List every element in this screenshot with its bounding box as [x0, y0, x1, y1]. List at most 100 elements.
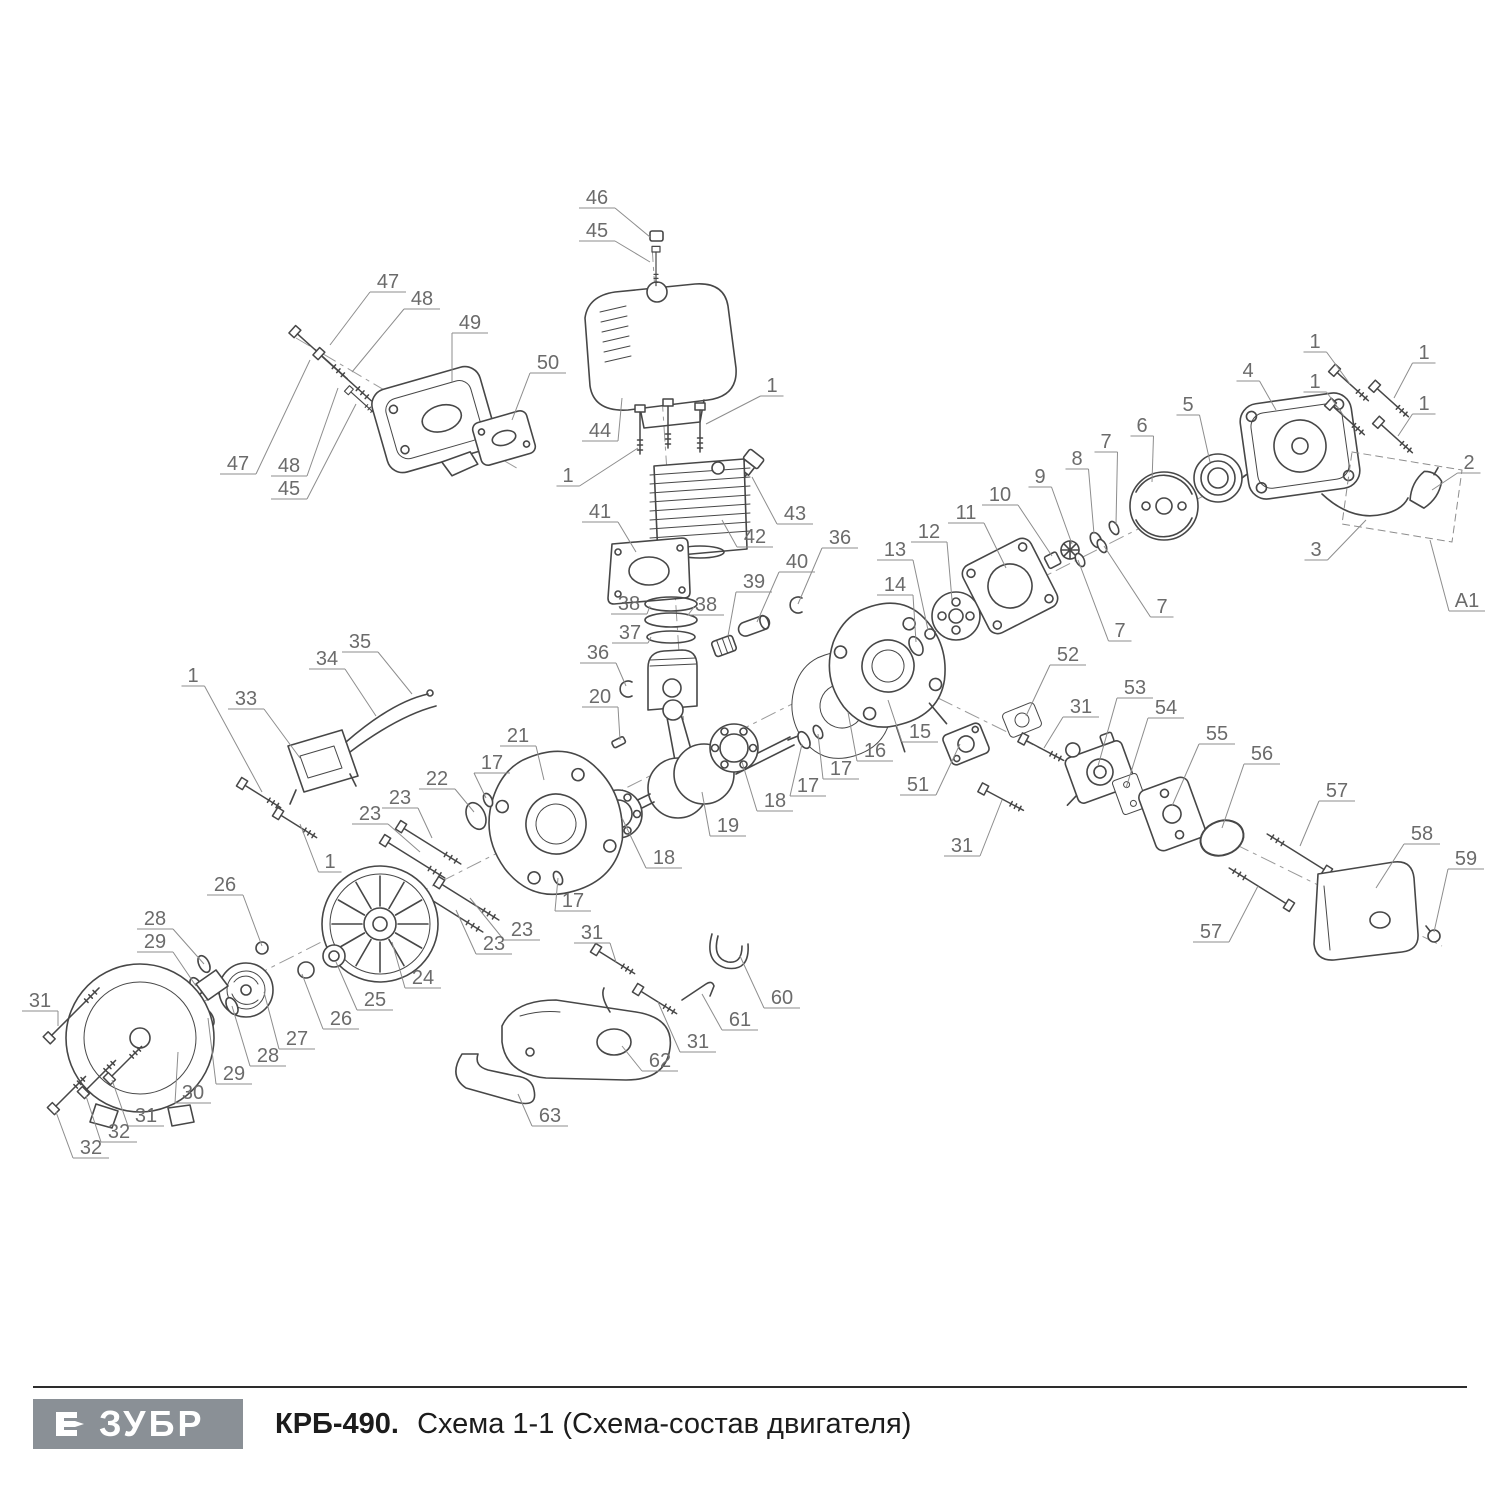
part-label-34: 34: [309, 648, 377, 717]
svg-text:26: 26: [214, 874, 236, 896]
svg-text:43: 43: [784, 503, 806, 525]
part-label-43: 43: [751, 476, 813, 525]
svg-text:33: 33: [235, 688, 257, 710]
svg-text:52: 52: [1057, 644, 1079, 666]
part-label-47: 47: [329, 271, 406, 346]
cover-cap-and-screw: [649, 230, 664, 287]
svg-text:15: 15: [909, 721, 931, 743]
svg-text:60: 60: [771, 987, 793, 1009]
svg-text:7: 7: [1114, 620, 1125, 642]
clutch-plate: [931, 591, 981, 641]
crankcase-right: [828, 602, 948, 753]
part-label-62: 62: [621, 1045, 678, 1072]
svg-text:56: 56: [1251, 743, 1273, 765]
svg-text:1: 1: [1309, 331, 1320, 353]
svg-text:35: 35: [349, 631, 371, 653]
part-label-57: 57: [1299, 780, 1355, 847]
part-label-8: 8: [1065, 448, 1095, 535]
part-label-6: 6: [1130, 415, 1154, 483]
part-label-45: 45: [271, 403, 357, 500]
svg-text:21: 21: [507, 725, 529, 747]
svg-text:31: 31: [581, 922, 603, 944]
svg-text:10: 10: [989, 484, 1011, 506]
zubr-logo: ЗУБР: [33, 1399, 243, 1449]
part-label-47: 47: [220, 359, 311, 475]
svg-text:47: 47: [377, 271, 399, 293]
part-label-36: 36: [580, 642, 627, 687]
part-label-17: 17: [817, 733, 859, 780]
svg-text:17: 17: [562, 890, 584, 912]
svg-text:23: 23: [389, 787, 411, 809]
part-label-46: 46: [579, 187, 651, 238]
part-label-1: 1: [1393, 342, 1436, 399]
svg-text:16: 16: [864, 740, 886, 762]
part-label-51: 51: [900, 743, 961, 796]
part-label-26: 26: [301, 973, 359, 1030]
svg-text:11: 11: [956, 502, 977, 524]
svg-text:32: 32: [108, 1121, 130, 1143]
starter-handle: [1409, 466, 1443, 509]
part-label-39: 39: [727, 571, 772, 637]
svg-text:6: 6: [1136, 415, 1147, 437]
svg-text:31: 31: [951, 835, 973, 857]
svg-text:1: 1: [1418, 342, 1429, 364]
starter-housing: [1239, 392, 1361, 500]
part-label-41: 41: [582, 501, 637, 553]
svg-text:45: 45: [278, 478, 300, 500]
svg-text:1: 1: [766, 375, 777, 397]
part-label-17: 17: [473, 752, 510, 799]
part-label-63: 63: [517, 1093, 568, 1127]
pin-circlips: [619, 596, 803, 698]
svg-text:30: 30: [182, 1082, 204, 1104]
part-label-52: 52: [1025, 644, 1086, 717]
svg-text:12: 12: [918, 521, 940, 543]
svg-text:46: 46: [586, 187, 608, 209]
svg-text:27: 27: [286, 1028, 308, 1050]
part-label-31: 31: [111, 1079, 164, 1127]
svg-text:32: 32: [80, 1137, 102, 1159]
cylinder-screws: [634, 398, 706, 455]
diagram-caption: КРБ-490. Схема 1-1 (Схема-состав двигате…: [275, 1408, 911, 1441]
part-label-15: 15: [887, 699, 938, 743]
part-label-56: 56: [1221, 743, 1280, 829]
part-label-27: 27: [263, 991, 315, 1050]
part-label-3: 3: [1304, 519, 1367, 561]
part-label-24: 24: [391, 941, 441, 989]
svg-text:17: 17: [481, 752, 503, 774]
part-label-58: 58: [1375, 823, 1440, 889]
svg-text:28: 28: [144, 908, 166, 930]
svg-text:39: 39: [743, 571, 765, 593]
part-label-31: 31: [574, 922, 617, 963]
choke-fork: [709, 933, 749, 970]
svg-text:61: 61: [729, 1009, 751, 1031]
part-label-31: 31: [22, 990, 59, 1026]
throttle-lever: [681, 981, 715, 1001]
part-label-1: 1: [705, 375, 784, 425]
parts-art: [42, 230, 1463, 1129]
svg-text:26: 26: [330, 1008, 352, 1030]
piston-rings: [644, 596, 698, 644]
part-label-1: 1: [299, 823, 342, 873]
part-label-48: 48: [351, 288, 440, 373]
part-label-61: 61: [701, 993, 758, 1031]
svg-text:41: 41: [589, 501, 611, 523]
svg-text:7: 7: [1100, 431, 1111, 453]
svg-text:28: 28: [257, 1045, 279, 1067]
part-label-25: 25: [335, 961, 393, 1011]
part-label-31: 31: [944, 799, 1003, 857]
svg-text:40: 40: [786, 551, 808, 573]
part-label-23: 23: [455, 909, 512, 955]
svg-text:22: 22: [426, 768, 448, 790]
svg-text:57: 57: [1200, 921, 1222, 943]
air-filter-cover: [1313, 861, 1419, 961]
small-hardware-right: [797, 628, 936, 750]
part-label-42: 42: [721, 519, 773, 548]
svg-text:59: 59: [1455, 848, 1477, 870]
muffler-gasket: [471, 409, 537, 467]
part-label-45: 45: [579, 220, 651, 263]
part-label-26: 26: [207, 874, 263, 947]
part-label-1: 1: [181, 665, 263, 793]
svg-text:31: 31: [135, 1105, 157, 1127]
footer: ЗУБР КРБ-490. Схема 1-1 (Схема-состав дв…: [33, 1386, 1467, 1449]
flywheel: [321, 865, 439, 983]
